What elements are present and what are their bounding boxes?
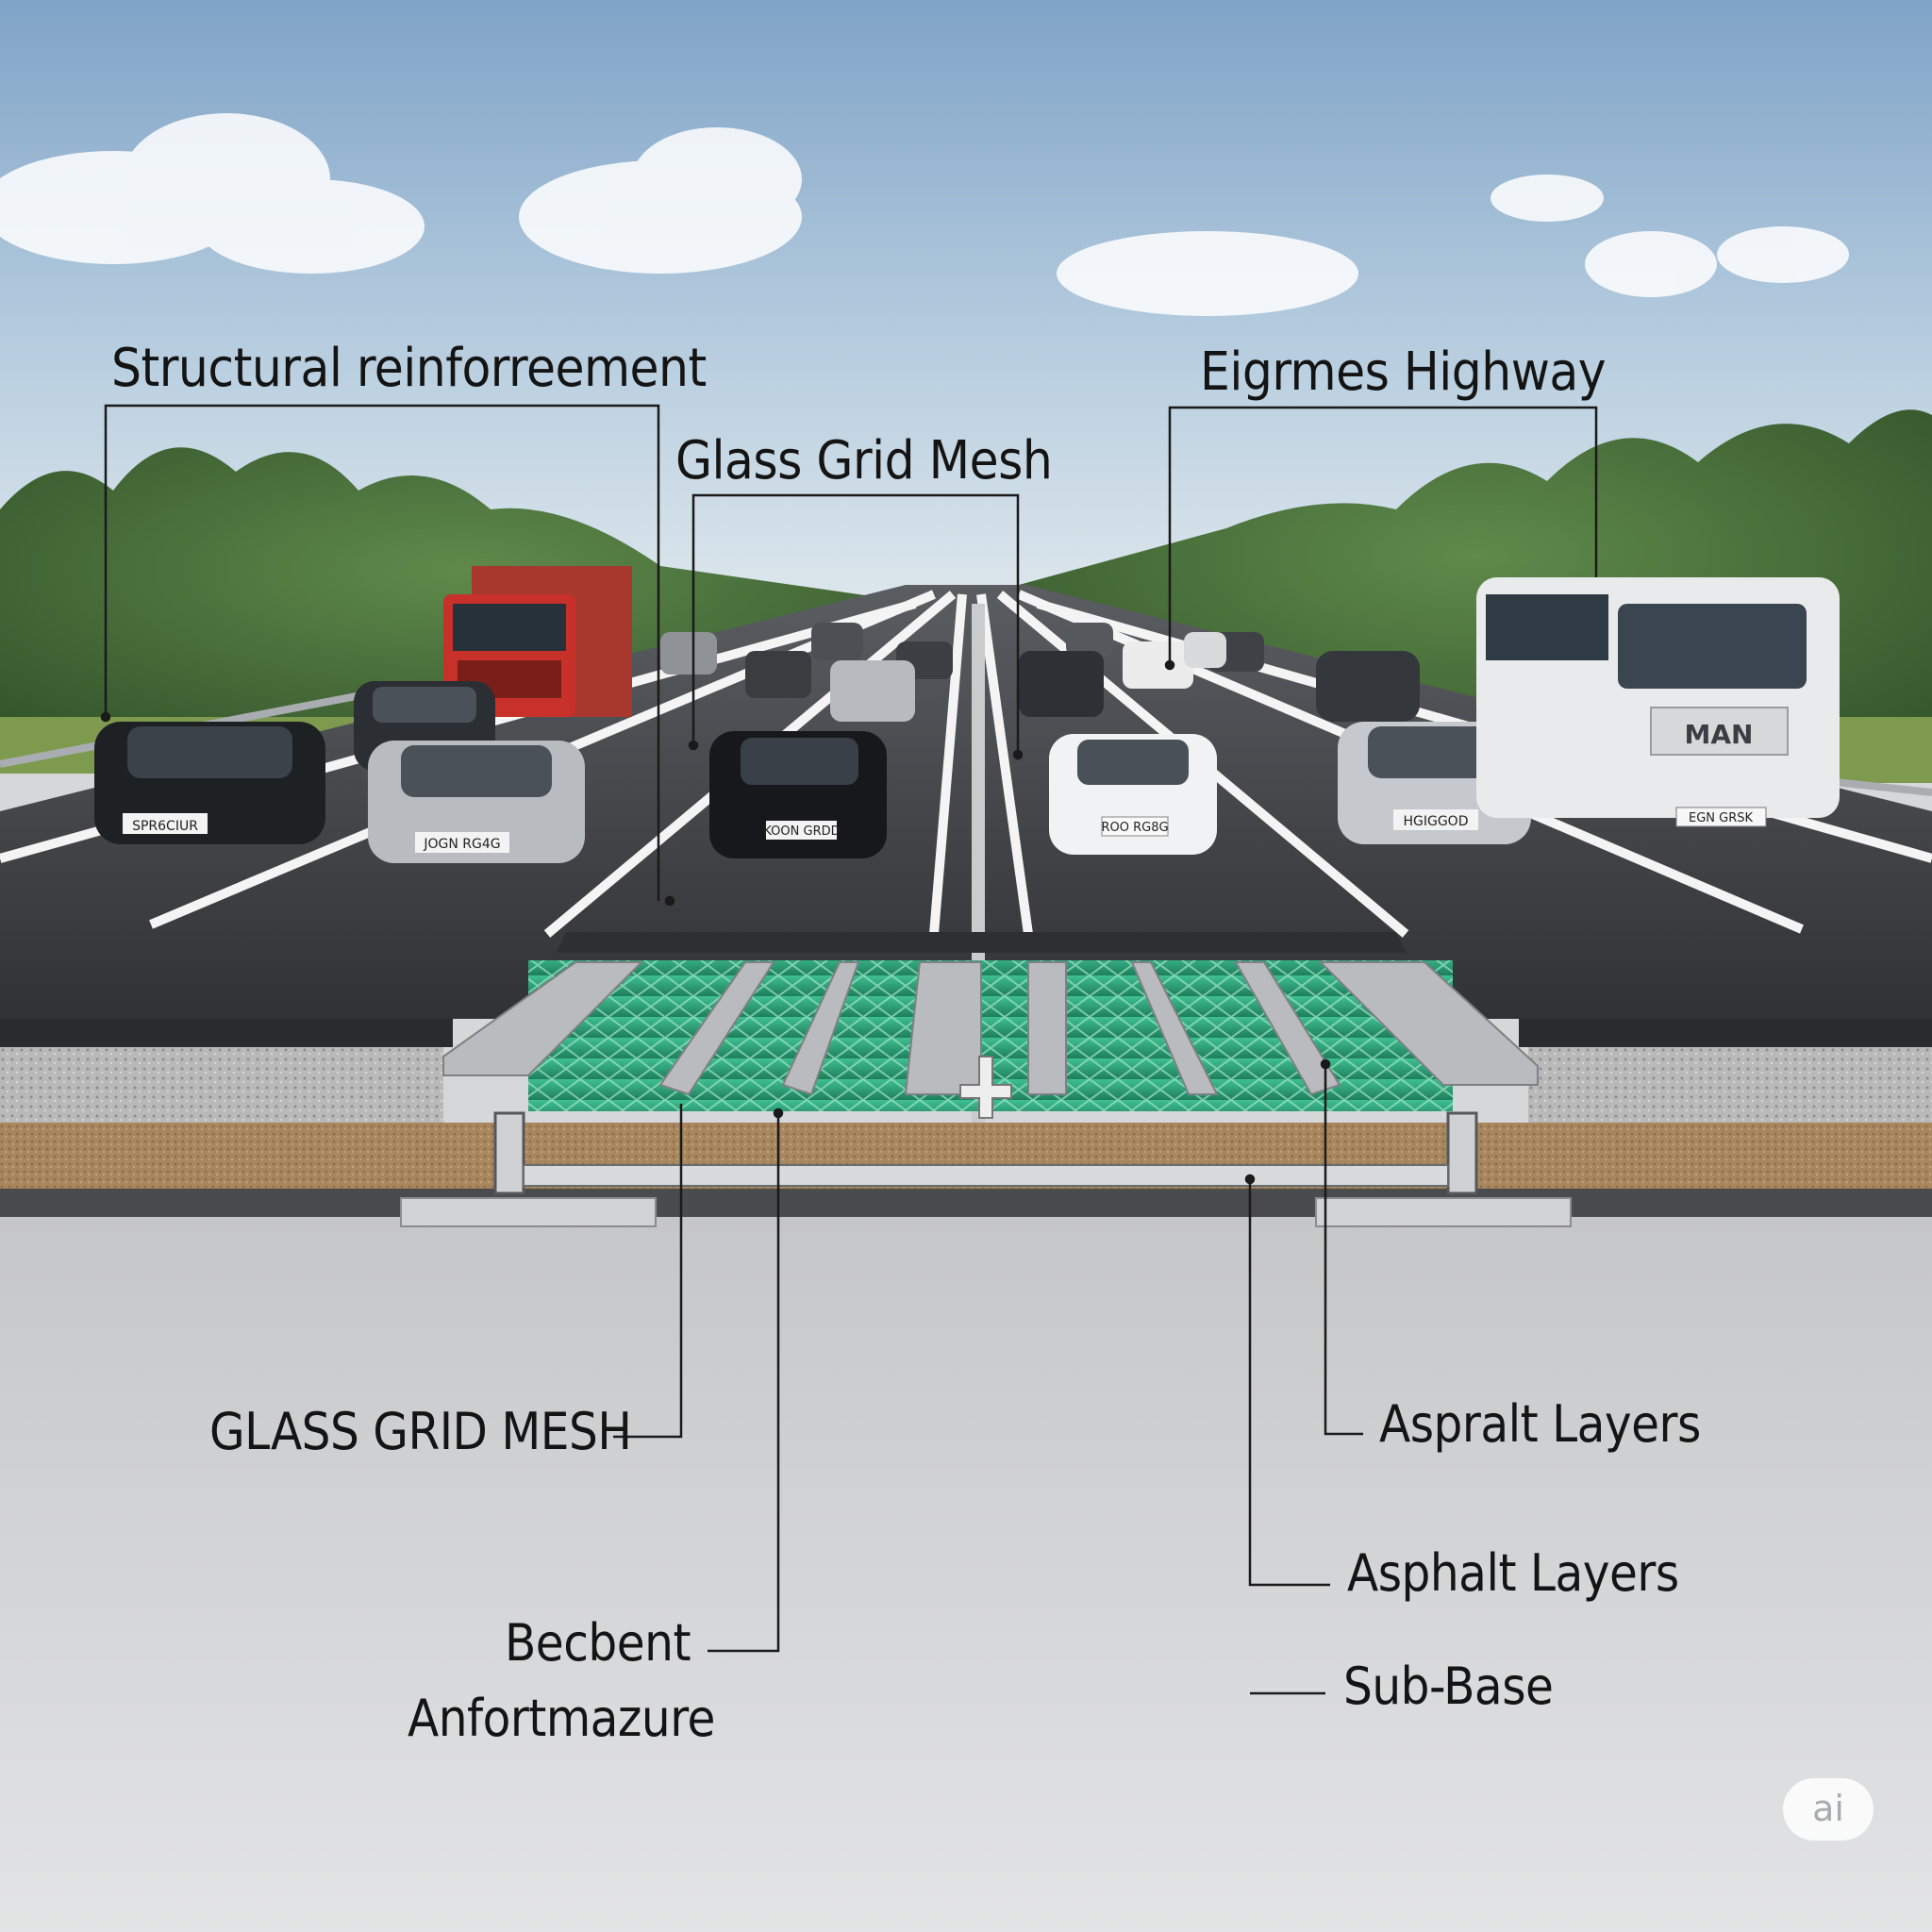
label-highway: Eigrmes Highway [1200,341,1607,403]
plate-front-left: SPR6CIUR [132,819,198,834]
trench-right-wall [1446,1111,1478,1195]
label-structural-reinforcement: Structural reinforreement [111,338,707,399]
gravel-layer-right [1528,1047,1932,1123]
leader-eigrmes [1168,406,1598,665]
plate-silver-right: HGIGGOD [1403,814,1468,829]
distant-traffic [660,623,1264,722]
label-asphalt-layers: Asphalt Layers [1347,1543,1679,1603]
leader-asp1 [1324,1064,1363,1436]
car-white-audi: ROO RG8G [1049,734,1217,855]
label-glass-grid-mesh-bottom: GLASS GRID MESH [209,1402,632,1461]
gravel-layer-left [0,1047,443,1123]
asphalt-layer-left [0,1019,453,1047]
footing-left [400,1197,657,1227]
trench-top-slab [557,932,1406,953]
leader-glass-bottom [613,1104,683,1439]
label-glass-grid-mesh-top: Glass Grid Mesh [675,430,1053,491]
label-anfortmazure: Anfortmazure [408,1689,715,1748]
label-becbent: Becbent [504,1613,691,1673]
median-t-post [959,1056,1012,1119]
asphalt-layer-right [1519,1019,1932,1047]
clouds [0,113,1849,316]
leader-asp2 [1248,1179,1330,1587]
leader-lines [100,404,1598,1695]
leader-glass-top [691,493,1020,755]
car-silver-right: HGIGGOD [1338,722,1531,844]
car-front-left: SPR6CIUR [94,722,325,844]
label-sub-base: Sub-Base [1343,1657,1554,1716]
car-silver-bmw: JOGN RG4G [368,741,585,863]
leader-becbent [708,1113,780,1653]
trench-left-wall [493,1111,525,1195]
ai-badge: ai [1783,1778,1874,1840]
plate-audi-white: ROO RG8G [1101,821,1168,835]
trench-bottom-plate [523,1164,1449,1187]
car-black-audi: KOON GRDD [709,731,887,858]
car-dark-right [1316,651,1420,722]
ground-background [0,1217,1932,1932]
plate-audi-center: KOON GRDD [763,824,840,839]
plate-bmw: JOGN RG4G [423,837,500,852]
steel-channel-ribs [442,961,1539,1096]
label-aspralt-layers: Aspralt Layers [1379,1394,1701,1454]
base-course-layer [0,1189,1932,1217]
bus-plate: EGN GRSK [1689,811,1754,825]
white-bus: MAN EGN GRSK [1476,577,1840,827]
footing-right [1315,1197,1572,1227]
leader-structural [104,404,660,901]
bus-logo: MAN [1685,719,1754,750]
vehicles: SPR6CIUR JOGN RG4G KOON GRDD ROO RG8G [94,566,1840,863]
